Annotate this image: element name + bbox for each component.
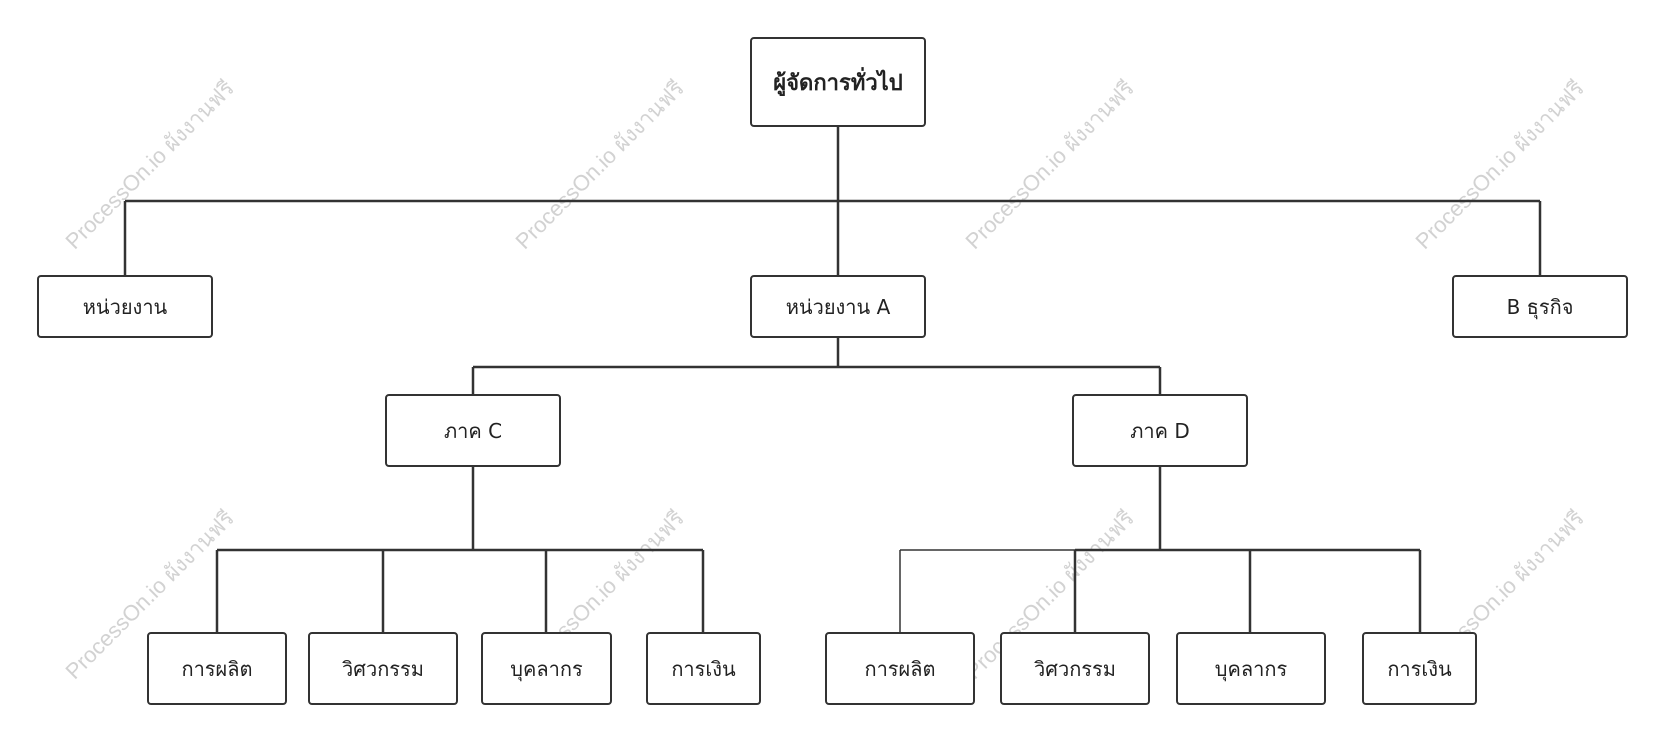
node-c-personnel[interactable]: บุคลากร: [481, 632, 612, 705]
node-d-personnel[interactable]: บุคลากร: [1176, 632, 1326, 705]
node-department-a[interactable]: หน่วยงาน A: [750, 275, 926, 338]
node-d-engineering[interactable]: วิศวกรรม: [1000, 632, 1150, 705]
node-region-d[interactable]: ภาค D: [1072, 394, 1248, 467]
node-c-engineering[interactable]: วิศวกรรม: [308, 632, 458, 705]
node-d-finance[interactable]: การเงิน: [1362, 632, 1477, 705]
node-region-c[interactable]: ภาค C: [385, 394, 561, 467]
node-d-production[interactable]: การผลิต: [825, 632, 975, 705]
node-c-production[interactable]: การผลิต: [147, 632, 287, 705]
node-general-manager[interactable]: ผู้จัดการทั่วไป: [750, 37, 926, 127]
node-business-b[interactable]: B ธุรกิจ: [1452, 275, 1628, 338]
node-department[interactable]: หน่วยงาน: [37, 275, 213, 338]
node-c-finance[interactable]: การเงิน: [646, 632, 761, 705]
